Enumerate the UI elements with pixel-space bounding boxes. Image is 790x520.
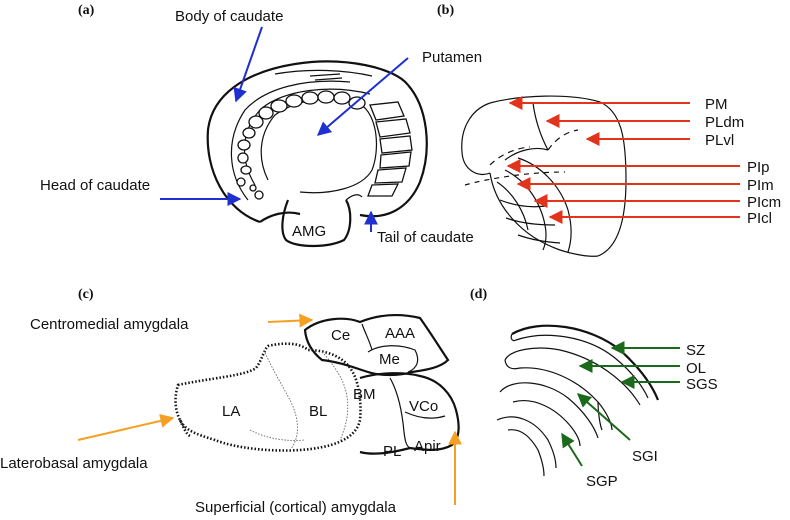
putamen-outer-outline	[359, 84, 428, 218]
pulvinar-top	[504, 147, 549, 161]
amygdala-outline	[281, 199, 352, 248]
tail-of-caudate-line	[345, 194, 363, 201]
arrow-sgi	[576, 393, 631, 441]
label-pm: PM	[705, 96, 728, 113]
label-sgp: SGP	[586, 473, 618, 490]
pulvinar-outer	[489, 172, 599, 257]
sgp-curve-outer	[496, 416, 557, 469]
putamen-lower-outline	[259, 211, 301, 223]
sgp-curve-inner	[507, 429, 545, 477]
label-head-of-caudate: Head of caudate	[40, 177, 150, 194]
caudate-body-strip	[274, 69, 373, 77]
me-outline	[367, 345, 419, 373]
panel-c-label: (c)	[78, 287, 94, 302]
sgi-band-inner	[512, 400, 581, 447]
label-sgs: SGS	[686, 376, 718, 393]
superficial-outline	[359, 372, 460, 455]
sz-layer-outer	[511, 324, 660, 401]
putamen-lobule-chain	[367, 101, 413, 197]
laterobasal-lower-notch	[178, 419, 191, 438]
caudate-outer-outline	[206, 60, 409, 224]
ce-aaa-boundary	[361, 323, 373, 351]
label-tail-of-caudate: Tail of caudate	[377, 229, 474, 246]
pm-pl-boundary	[532, 102, 549, 151]
thalamus-top-outline	[489, 95, 627, 257]
panel-d-label: (d)	[470, 287, 487, 302]
label-picl: PIcl	[747, 210, 772, 227]
panel-b-label: (b)	[437, 3, 454, 18]
label-laterobasal-amygdala: Laterobasal amygdala	[0, 455, 148, 472]
arrow-sgp	[561, 432, 583, 467]
label-superficial-amygdala: Superficial (cortical) amygdala	[195, 499, 397, 516]
sgs-band-cap	[504, 359, 521, 370]
label-ol: OL	[686, 360, 706, 377]
label-plvl: PLvl	[705, 132, 734, 149]
dashed-boundary-upper	[489, 146, 531, 166]
label-picm: PIcm	[747, 194, 781, 211]
sgs-band-outer	[504, 347, 641, 406]
putamen-core-outline	[260, 98, 378, 194]
label-me: Me	[379, 351, 400, 368]
label-sz: SZ	[686, 342, 705, 359]
laterobasal-outline	[174, 342, 362, 452]
lower-inner-boundary	[249, 429, 306, 441]
caudate-body-strip-2	[309, 73, 343, 81]
arrow-centromedial	[267, 313, 314, 328]
panel-d: (d) SZ OL SGS SGI SGP	[470, 287, 718, 490]
label-body-of-caudate: Body of caudate	[175, 8, 283, 25]
label-apir: Apir	[414, 438, 441, 455]
la-bl-boundary	[263, 349, 298, 451]
pulvinar-divider-b	[505, 217, 556, 226]
label-pl: PL	[383, 443, 401, 460]
thalamus-outline	[461, 102, 491, 175]
sgi-band-outer	[499, 382, 599, 439]
sgs-vertical-boundary	[597, 401, 603, 431]
label-amg: AMG	[292, 223, 326, 240]
label-la: LA	[222, 403, 240, 420]
centromedial-outline	[303, 313, 450, 377]
label-ce: Ce	[331, 327, 350, 344]
amygdala-drawing	[174, 313, 460, 455]
striatum-drawing	[206, 60, 428, 248]
bm-vco-boundary	[389, 377, 411, 449]
caudate-lobule-chain	[236, 90, 366, 200]
label-sgi: SGI	[632, 448, 658, 465]
dashed-boundary-pl	[547, 129, 579, 151]
label-centromedial-amygdala: Centromedial amygdala	[30, 316, 189, 333]
pulvinar-inner-3	[496, 181, 529, 231]
bl-bm-boundary	[321, 351, 349, 441]
panel-a: (a)	[40, 3, 482, 248]
caudate-inner-edge	[230, 80, 351, 201]
panel-a-label: (a)	[78, 3, 95, 18]
label-bm: BM	[353, 386, 376, 403]
pulvinar-divider-c	[517, 234, 561, 244]
label-vco: VCo	[409, 398, 438, 415]
label-pldm: PLdm	[705, 114, 744, 131]
panel-c: (c) Centromedial amygdala Laterobasal am…	[0, 287, 462, 516]
arrow-putamen	[316, 57, 409, 136]
arrow-body-of-caudate	[233, 26, 263, 103]
arrow-laterobasal	[77, 414, 175, 441]
label-aaa: AAA	[385, 325, 415, 342]
panel-b: (b) PM PLdm PLvl PIp PIm PIcm	[437, 3, 781, 257]
label-pip: PIp	[747, 159, 770, 176]
vco-apir-boundary	[404, 411, 446, 419]
label-putamen: Putamen	[422, 49, 482, 66]
label-bl: BL	[309, 403, 327, 420]
label-pim: PIm	[747, 177, 774, 194]
